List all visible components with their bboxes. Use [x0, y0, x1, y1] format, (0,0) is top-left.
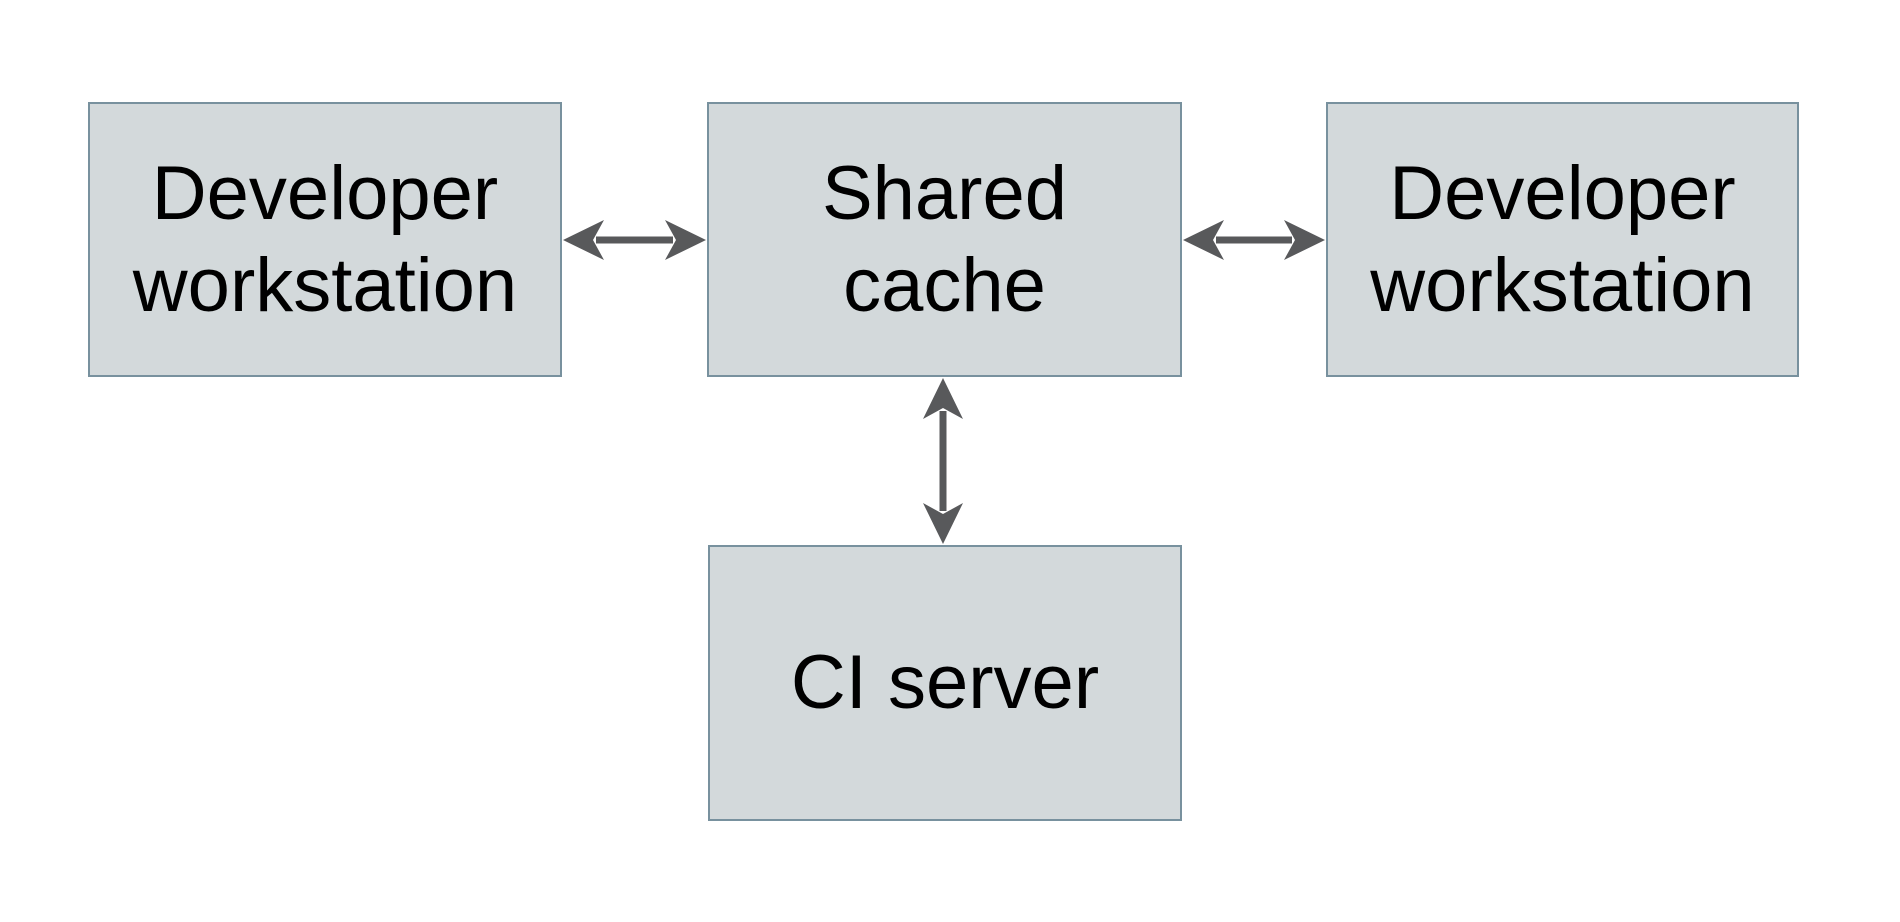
node-developer-workstation-right-label: Developer workstation [1370, 151, 1755, 328]
node-shared-cache: Shared cache [707, 102, 1182, 377]
bidirectional-arrow-icon-down [923, 378, 963, 544]
node-ci-server-label: CI server [790, 640, 1100, 726]
bidirectional-arrow-icon-right [1183, 220, 1325, 260]
node-developer-workstation-right: Developer workstation [1326, 102, 1799, 377]
node-developer-workstation-left-label: Developer workstation [132, 151, 518, 328]
bidirectional-arrow-icon-left [563, 220, 706, 260]
node-ci-server: CI server [708, 545, 1182, 821]
node-developer-workstation-left: Developer workstation [88, 102, 562, 377]
node-shared-cache-label: Shared cache [821, 151, 1068, 328]
